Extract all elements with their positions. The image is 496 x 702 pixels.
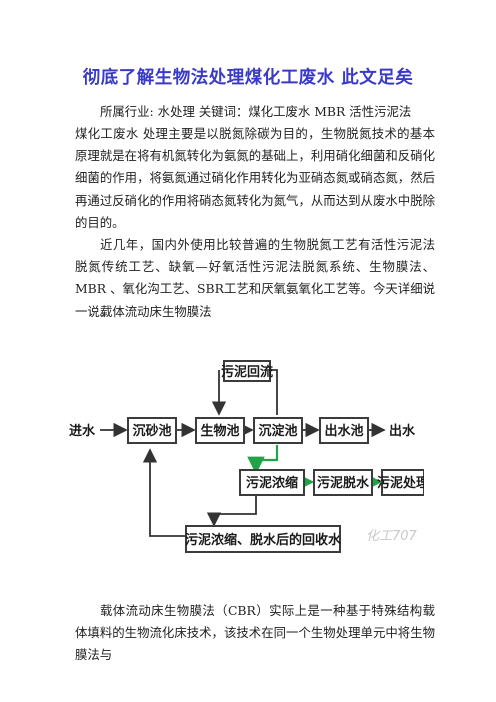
paragraph-2: 近几年，国内外使用比较普遍的生物脱氮工艺有活性污泥法 脱氮传统工艺、缺氧—好氧活… — [75, 237, 435, 319]
watermark: 化工707 — [366, 529, 418, 544]
recycle-water-box: 污泥浓缩、脱水后的回收水 — [185, 525, 342, 553]
arrow-to-recycle — [206, 494, 257, 527]
paragraph-3: 载体流动床生物膜法（CBR）实际上是一种基于特殊结构载体填料的生物流化床技术，该… — [75, 603, 435, 663]
sludge-return-box: 污泥回流 — [221, 360, 273, 382]
svg-text:污泥回流: 污泥回流 — [221, 364, 273, 380]
grit-tank-box: 沉砂池 — [127, 417, 177, 444]
svg-text:生物池: 生物池 — [200, 423, 239, 439]
outlet-label: 出水 — [389, 423, 416, 439]
article-title: 彻底了解生物法处理煤化工废水 此文足矣 — [82, 68, 414, 88]
svg-text:出水池: 出水池 — [324, 423, 363, 439]
svg-text:沉淀池: 沉淀池 — [258, 423, 297, 439]
sludge-disposal-box: 污泥处理 — [377, 469, 424, 496]
arrow-recycle-grit — [142, 448, 206, 537]
effluent-tank-box: 出水池 — [319, 417, 369, 444]
meta-line: 所属行业: 水处理 关键词：煤化工废水 MBR 活性污泥法 — [100, 104, 412, 119]
svg-text:污泥浓缩、脱水后的回收水: 污泥浓缩、脱水后的回收水 — [185, 532, 342, 548]
svg-text:污泥浓缩: 污泥浓缩 — [246, 475, 298, 491]
inlet-label: 进水 — [69, 423, 96, 439]
arrow-settling-thickening — [247, 445, 279, 475]
svg-text:污泥处理: 污泥处理 — [377, 475, 424, 491]
svg-text:污泥脱水: 污泥脱水 — [317, 475, 370, 491]
paragraph-1: 煤化工废水 处理主要是以脱氮除碳为目的，生物脱氮技术的基本原理就是在将有机氮转化… — [75, 126, 435, 230]
sludge-thickening-box: 污泥浓缩 — [239, 469, 305, 496]
settling-tank-box: 沉淀池 — [253, 417, 303, 444]
sludge-dewatering-box: 污泥脱水 — [313, 469, 373, 496]
section-heading: 载体流动床生物膜法 — [100, 304, 212, 319]
process-flow-diagram: 进水 出水 沉砂池 生物池 沉淀池 出水池 污泥回流 污泥浓缩 污泥脱水 污泥处… — [69, 360, 424, 553]
bio-tank-box: 生物池 — [195, 417, 245, 444]
svg-text:沉砂池: 沉砂池 — [132, 423, 171, 439]
